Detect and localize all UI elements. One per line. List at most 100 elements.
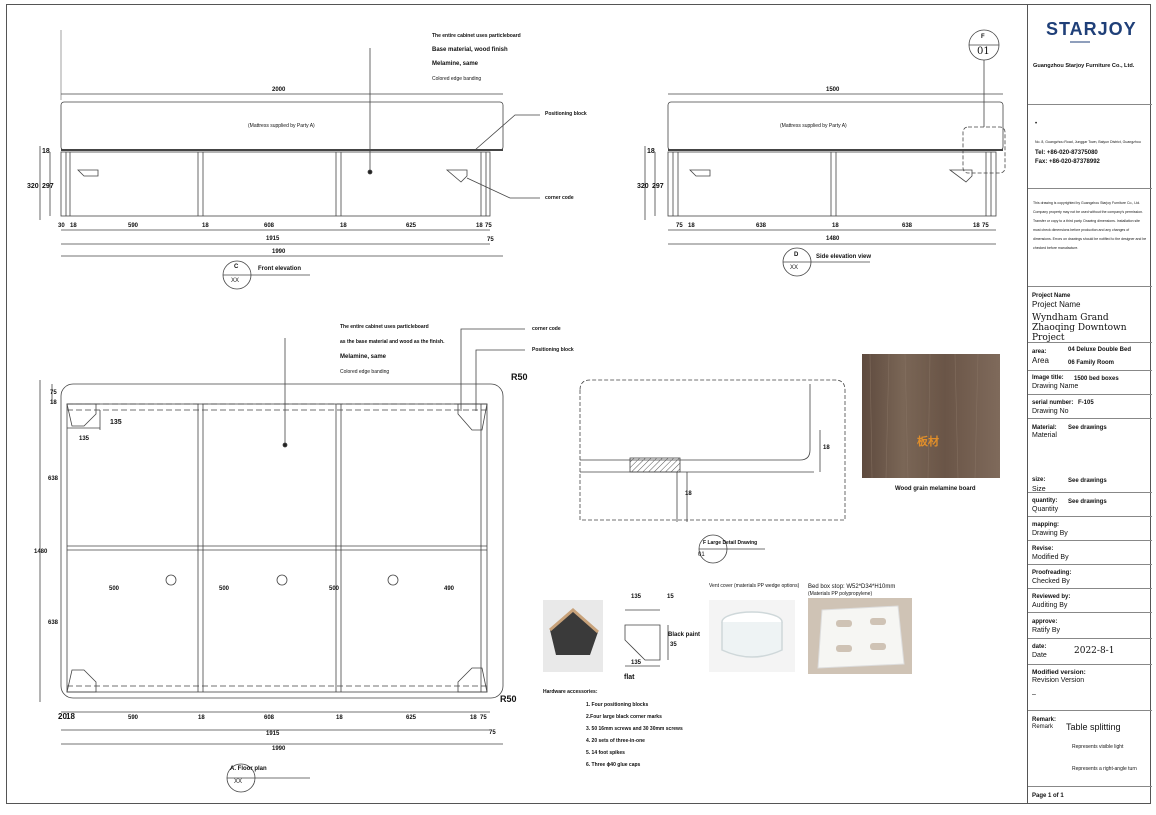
hw-item-6: 6. Three ϕ40 glue caps — [586, 762, 641, 768]
plan-note-2: as the base material and wood as the fin… — [340, 339, 445, 345]
area-row: area: Area 04 Deluxe Double Bed 06 Famil… — [1028, 342, 1152, 370]
front-note-1: The entire cabinet uses particleboard — [432, 33, 521, 39]
hw-title: Hardware accessories: — [543, 689, 598, 695]
wood-swatch-image — [862, 354, 1000, 478]
hw-dim-35: 35 — [670, 642, 677, 648]
remark-title: Table splitting — [1066, 722, 1121, 732]
front-dim-2000: 2000 — [272, 87, 286, 93]
company-tel: Tel: +86-020-87375080 — [1035, 150, 1098, 156]
front-dim-297: 297 — [42, 183, 54, 190]
side-dim-18: 18 — [647, 148, 655, 155]
plan-dim-20: 20 — [58, 712, 67, 721]
plan-dim-18d: 18 — [470, 715, 477, 721]
front-dim-18b: 18 — [202, 223, 209, 229]
side-tag-title: Side elevation view — [816, 254, 872, 260]
company-logo: STARJOY — [1046, 19, 1137, 39]
front-note-2: Base material, wood finish — [432, 47, 508, 53]
modified-row: Modified version: Revision Version – — [1028, 664, 1152, 710]
plan-dim-75b: 75 — [489, 730, 496, 736]
plan-r50-bottom: R50 — [500, 694, 517, 704]
front-dim-608: 608 — [264, 223, 275, 229]
date-row: date: Date 2022-8-1 — [1028, 638, 1152, 664]
company-name: Guangzhou Starjoy Furniture Co., Ltd. — [1033, 63, 1135, 69]
side-callout-code: 01 — [977, 46, 990, 57]
front-tag-letter: C — [234, 264, 239, 270]
front-dim-320: 320 — [27, 183, 39, 190]
hw-dim-15: 15 — [667, 594, 674, 600]
quantity-row: quantity: Quantity See drawings — [1028, 492, 1152, 516]
plan-note-1: The entire cabinet uses particleboard — [340, 324, 429, 330]
plan-dim-608: 608 — [264, 715, 275, 721]
revise-row: Revise: Modified By — [1028, 540, 1152, 564]
front-positioning-label: Positioning block — [545, 111, 587, 117]
plan-dim-1990: 1990 — [272, 746, 286, 752]
side-dim-297: 297 — [652, 183, 664, 190]
page-row: Page 1 of 1 — [1028, 786, 1152, 804]
mapping-row: mapping: Drawing By — [1028, 516, 1152, 540]
reviewed-row: Reviewed by: Auditing By — [1028, 588, 1152, 612]
plan-corner-label: corner code — [532, 326, 561, 332]
serial-row: serial number: Drawing No F-105 — [1028, 394, 1152, 418]
image-title-row: Image title: Drawing Name 1500 bed boxes — [1028, 370, 1152, 394]
side-dim-75a: 75 — [676, 223, 683, 229]
hw-item-5: 5. 14 foot spikes — [586, 750, 625, 756]
date-value: 2022-8-1 — [1074, 646, 1115, 656]
plan-mid-500b: 500 — [219, 586, 230, 592]
copyright-text: This drawing is copyrighted by Guangzhou… — [1033, 201, 1147, 250]
remark-line-1: Represents visible light — [1072, 744, 1124, 750]
plan-tag-code: XX — [234, 779, 243, 785]
plan-dim-625: 625 — [406, 715, 417, 721]
side-dim-638b: 638 — [902, 223, 913, 229]
plan-dim-638a: 638 — [48, 476, 59, 482]
plan-dim-18c: 18 — [336, 715, 343, 721]
hw-item-4: 4. 20 sets of three-in-one — [586, 738, 645, 744]
front-corner-label: corner code — [545, 195, 574, 201]
plan-dim-18a: 18 — [66, 712, 75, 721]
project-name-label-en: Project Name — [1032, 300, 1081, 309]
front-dim-18d: 18 — [476, 223, 483, 229]
front-dim-625: 625 — [406, 223, 417, 229]
plan-dim-590: 590 — [128, 715, 139, 721]
detail-tag-code: 01 — [698, 552, 705, 558]
side-mattress-label: (Mattress supplied by Party A) — [780, 123, 847, 129]
side-tag-letter: D — [794, 252, 799, 258]
front-dim-18a: 18 — [70, 223, 77, 229]
hw-item-2: 2.Four large black corner marks — [586, 714, 662, 720]
plan-r50-top: R50 — [511, 372, 528, 382]
plan-dim-1915: 1915 — [266, 731, 280, 737]
side-dim-1500: 1500 — [826, 87, 840, 93]
front-cabinet — [60, 151, 491, 217]
drawing-sheet — [6, 4, 1151, 804]
front-dim-75a: 75 — [485, 223, 492, 229]
detail-dim-18a: 18 — [823, 445, 830, 451]
hw-vent-title: Vent cover (materials PP wedge options) — [709, 583, 800, 589]
side-tag-code: XX — [790, 265, 799, 271]
front-dim-18c: 18 — [340, 223, 347, 229]
front-dim-30: 30 — [58, 223, 65, 229]
company-address: No. 8, Guangzhou Road, Junggar Town, Bai… — [1035, 140, 1141, 144]
front-note-3: Melamine, same — [432, 61, 479, 67]
front-dim-590: 590 — [128, 223, 139, 229]
side-dim-1480: 1480 — [826, 236, 840, 242]
plan-dim-18: 18 — [50, 400, 57, 406]
front-tag-code: XX — [231, 278, 240, 284]
plan-note-3: Melamine, same — [340, 354, 387, 360]
side-callout-letter: F — [981, 34, 985, 40]
company-fax: Fax: +86-020-87378992 — [1035, 159, 1100, 165]
plan-positioning-label: Positioning block — [532, 347, 574, 353]
front-dim-18: 18 — [42, 148, 50, 155]
plan-dim-1480: 1480 — [34, 549, 48, 555]
remark-row: Remark: Remark Table splitting Represent… — [1028, 710, 1152, 786]
project-name-label: Project Name — [1032, 293, 1071, 299]
front-dim-1915: 1915 — [266, 236, 280, 242]
hw-stop-sub: (Materials PP polypropylene) — [808, 591, 873, 597]
plan-mid-490: 490 — [444, 586, 455, 592]
plan-dim-18b: 18 — [198, 715, 205, 721]
plan-dim-638b: 638 — [48, 620, 59, 626]
page-number: Page 1 of 1 — [1032, 793, 1064, 799]
hw-dim-135a: 135 — [631, 594, 642, 600]
hw-stop-title: Bed box stop: W52*D34*H10mm — [808, 584, 896, 590]
plan-tag-title: A. Floor plan — [230, 766, 267, 772]
project-name-value: Wyndham Grand Zhaoqing Downtown Project — [1032, 313, 1127, 343]
plan-note-4: Colored edge banding — [340, 369, 390, 375]
